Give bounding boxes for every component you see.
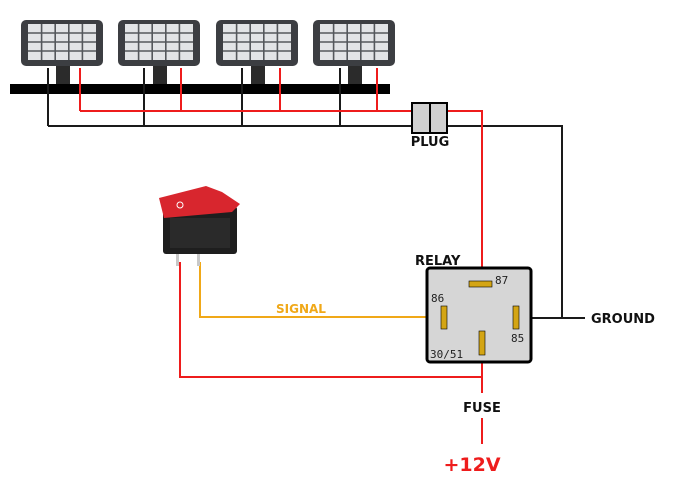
lamp-bracket: [56, 66, 70, 84]
relay: 87 86 85 30/51: [425, 266, 533, 364]
relay-pin-87: [468, 280, 493, 288]
work-lamp: [21, 20, 103, 84]
power-icon: [176, 201, 184, 209]
lamp-bracket: [348, 66, 362, 84]
rocker-switch[interactable]: [159, 186, 240, 266]
work-lamp: [216, 20, 298, 84]
power-label: +12V: [443, 454, 500, 476]
relay-body: [425, 266, 533, 364]
pin-86-label: 86: [431, 292, 444, 305]
relay-label: RELAY: [415, 254, 461, 269]
signal-wire: [199, 262, 440, 318]
work-lamp: [118, 20, 200, 84]
relay-pin-30: [478, 330, 486, 356]
signal-label: SIGNAL: [276, 302, 326, 316]
pin-85-label: 85: [511, 332, 524, 345]
lamp-bracket: [153, 66, 167, 84]
relay-pin-86: [440, 305, 448, 330]
pin-30-label: 30/51: [430, 348, 463, 361]
fuse-label: FUSE: [463, 401, 501, 416]
plug-label: PLUG: [411, 135, 450, 150]
ground-label: GROUND: [591, 312, 655, 327]
ground-wiring: [47, 68, 585, 319]
lamp-bracket: [251, 66, 265, 84]
plug-connector: [411, 102, 448, 134]
relay-pin-85: [512, 305, 520, 330]
pin-87-label: 87: [495, 274, 508, 287]
mounting-bar: [10, 84, 390, 94]
rocker-button[interactable]: [159, 186, 240, 218]
work-lamp: [313, 20, 395, 84]
